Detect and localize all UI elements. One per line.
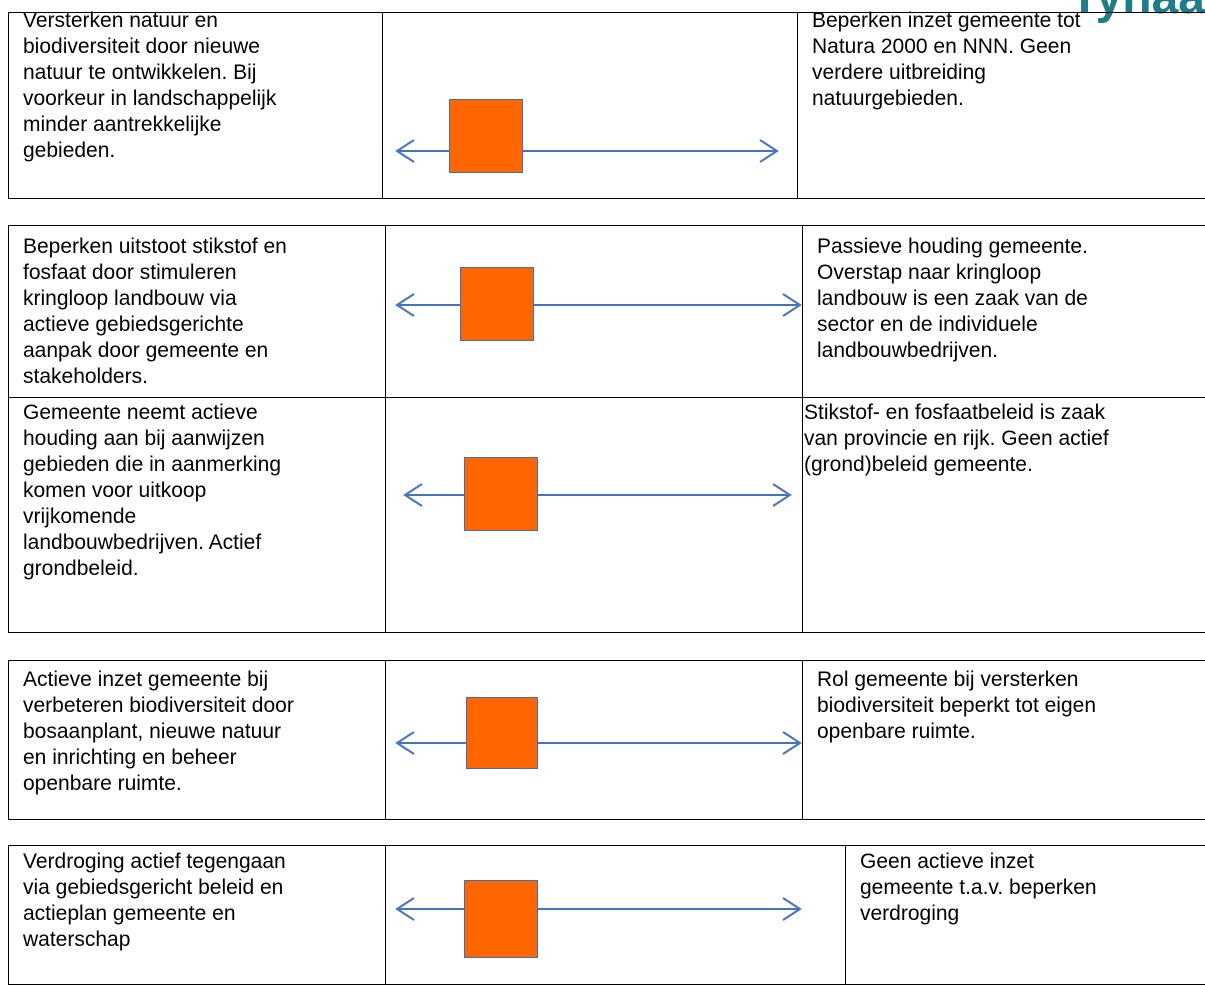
logo: Tynaa <box>1070 0 1205 22</box>
right-text: Passieve houding gemeente. Overstap naar… <box>817 235 1088 362</box>
position-marker <box>466 697 538 769</box>
position-marker <box>449 99 523 173</box>
left-text: Gemeente neemt actieve houding aan bij a… <box>23 401 282 580</box>
left-text: Beperken uitstoot stikstof en fosfaat do… <box>23 235 287 388</box>
right-cell <box>802 397 1205 633</box>
position-marker <box>464 880 538 958</box>
right-text: Geen actieve inzet gemeente t.a.v. beper… <box>860 850 1097 925</box>
position-marker <box>460 267 534 341</box>
left-text: Versterken natuur en biodiversiteit door… <box>23 9 277 162</box>
left-text: Verdroging actief tegengaan via gebiedsg… <box>23 850 286 951</box>
right-text: Beperken inzet gemeente tot Natura 2000 … <box>812 9 1081 110</box>
left-text: Actieve inzet gemeente bij verbeteren bi… <box>23 668 294 795</box>
right-text: Stikstof- en fosfaatbeleid is zaak van p… <box>804 401 1109 476</box>
right-cell <box>797 12 1205 199</box>
position-marker <box>464 457 538 531</box>
right-cell <box>802 660 1205 820</box>
right-text: Rol gemeente bij versterken biodiversite… <box>817 668 1096 743</box>
